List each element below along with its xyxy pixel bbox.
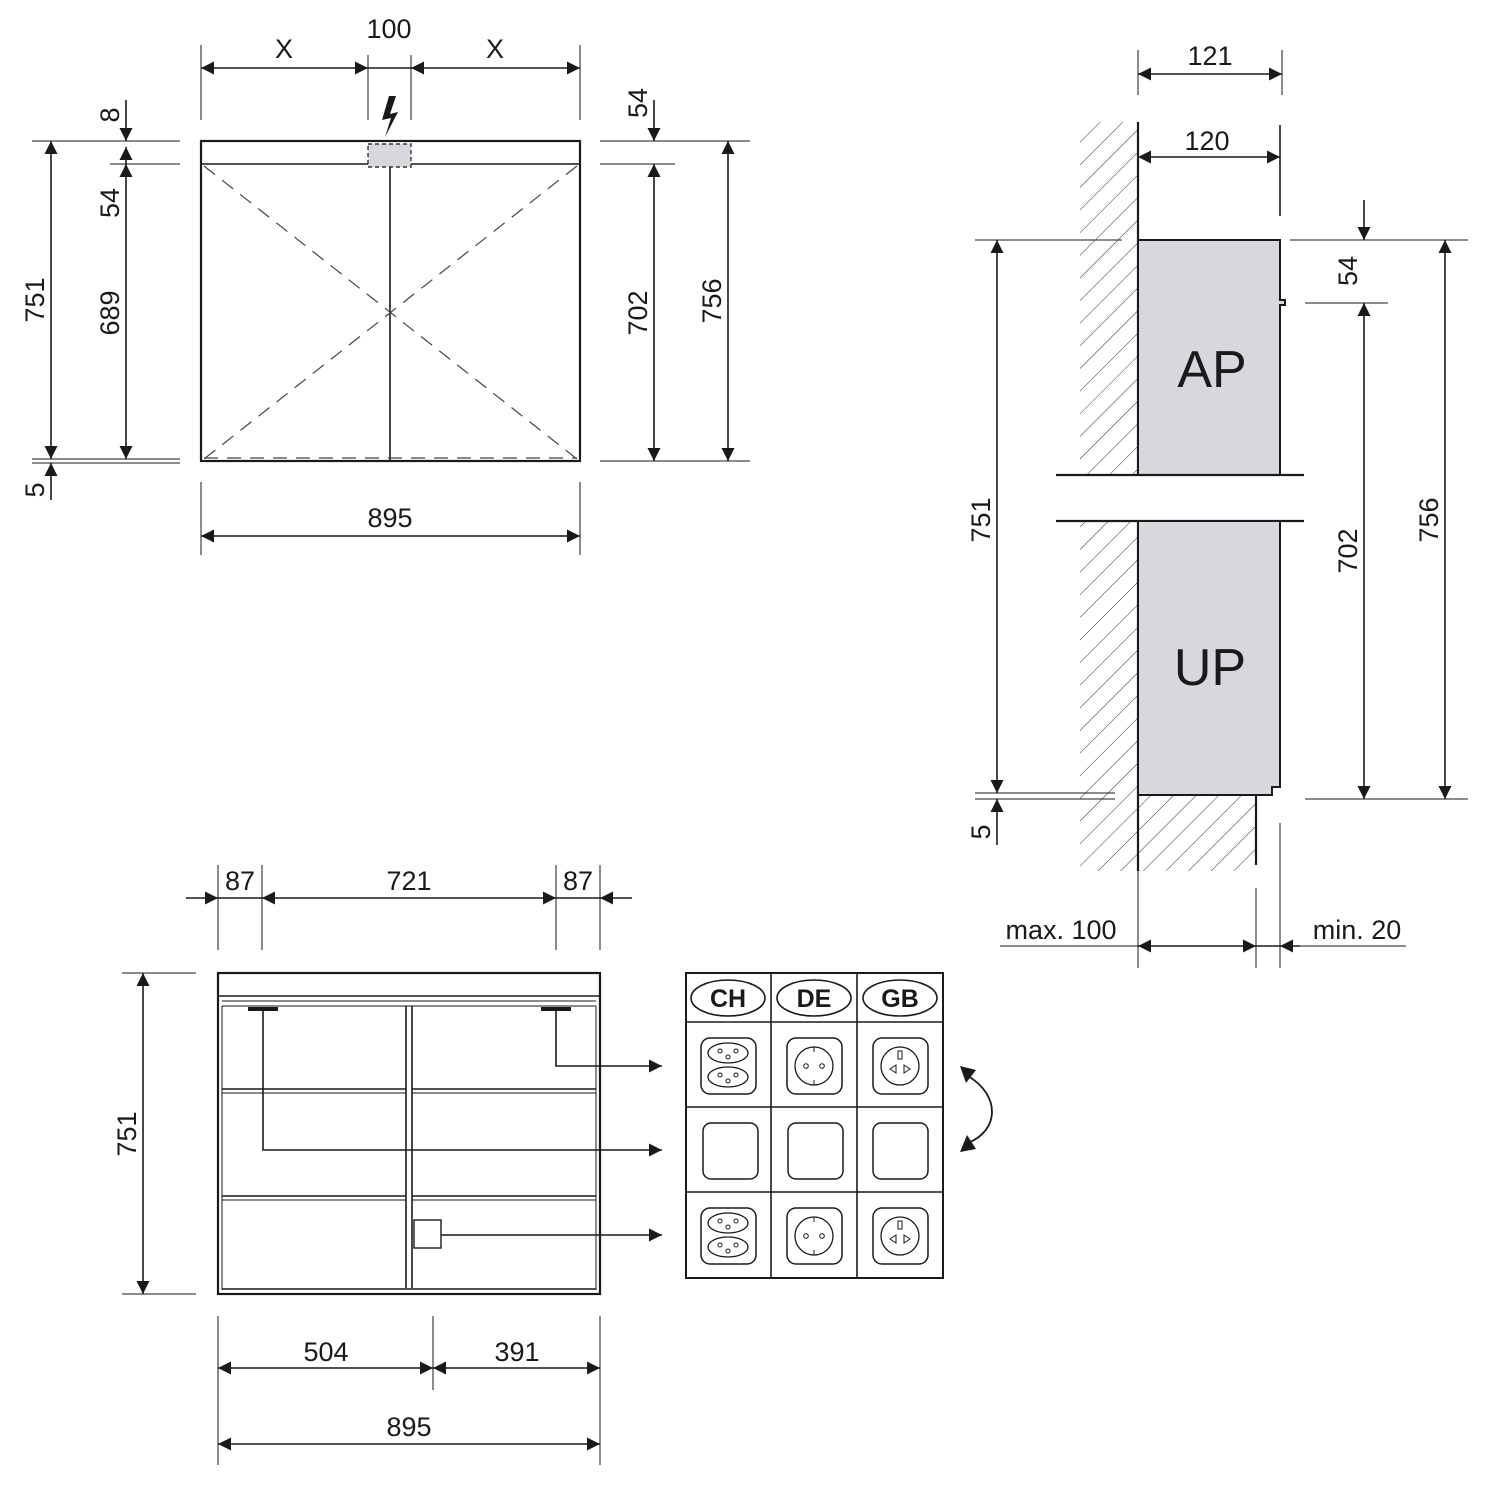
dim-5-front: 5 xyxy=(20,482,50,497)
country-de: DE xyxy=(797,985,832,1013)
wall-hatch-upper xyxy=(1080,122,1138,475)
dim-center: 100 xyxy=(366,14,411,44)
swap-arrow-icon xyxy=(960,1066,993,1152)
dim-504: 504 xyxy=(303,1337,348,1367)
dim-751-front: 751 xyxy=(20,277,50,322)
dim-702-side: 702 xyxy=(1333,528,1363,573)
dim-121: 121 xyxy=(1187,41,1232,71)
ch-socket-icon xyxy=(700,1207,757,1265)
dim-54-right: 54 xyxy=(623,88,653,118)
dim-895-interior: 895 xyxy=(386,1412,431,1442)
dim-87-right: 87 xyxy=(563,866,593,896)
dim-120: 120 xyxy=(1184,126,1229,156)
gb-socket-icon xyxy=(872,1037,929,1095)
de-socket-icon xyxy=(786,1207,843,1265)
dim-391: 391 xyxy=(494,1337,539,1367)
wall-recess-hatch xyxy=(1138,793,1256,871)
interior-socket xyxy=(413,1219,442,1249)
label-up: UP xyxy=(1174,639,1246,697)
label-ap: AP xyxy=(1177,341,1246,399)
socket-table: CH DE GB xyxy=(685,972,944,1279)
wall-hatch-lower xyxy=(1080,521,1138,871)
dim-895-front: 895 xyxy=(367,503,412,533)
dim-689: 689 xyxy=(95,290,125,335)
label-min-20: min. 20 xyxy=(1313,915,1402,945)
dim-54-side: 54 xyxy=(1333,256,1363,286)
dim-87-left: 87 xyxy=(225,866,255,896)
dim-751-interior: 751 xyxy=(112,1111,142,1156)
interior-view: 87 721 87 751 xyxy=(112,865,662,1465)
country-gb: GB xyxy=(881,985,919,1013)
dim-8: 8 xyxy=(95,107,125,122)
light-fixture-right xyxy=(541,1007,571,1011)
dim-721: 721 xyxy=(386,866,431,896)
door-open-indicator-2 xyxy=(203,165,578,460)
dim-756-front: 756 xyxy=(697,278,727,323)
label-max-100: max. 100 xyxy=(1005,915,1116,945)
dim-x-left: X xyxy=(275,34,293,64)
blank-plate-icon xyxy=(872,1122,929,1180)
de-socket-icon xyxy=(786,1037,843,1095)
dim-5-side: 5 xyxy=(966,824,996,839)
blank-plate-icon xyxy=(787,1122,844,1180)
lightning-icon xyxy=(382,96,398,137)
cabinet-interior-outline xyxy=(216,971,602,1296)
ch-socket-icon xyxy=(700,1037,757,1095)
light-fixture-left xyxy=(248,1007,278,1011)
dim-751-side: 751 xyxy=(966,497,996,542)
dim-54-left: 54 xyxy=(95,188,125,218)
dim-702-front: 702 xyxy=(623,290,653,335)
connection-box xyxy=(367,143,412,168)
side-view: AP UP 121 120 751 5 54 702 756 xyxy=(966,41,1468,968)
dim-756-side: 756 xyxy=(1414,497,1444,542)
blank-plate-icon xyxy=(702,1122,759,1180)
flush-mount-box xyxy=(1137,520,1281,796)
dim-x-right: X xyxy=(486,34,504,64)
front-view: X 100 X 751 8 54 689 5 54 702 756 895 xyxy=(20,14,750,555)
gb-socket-icon xyxy=(872,1207,929,1265)
country-ch: CH xyxy=(710,985,746,1013)
